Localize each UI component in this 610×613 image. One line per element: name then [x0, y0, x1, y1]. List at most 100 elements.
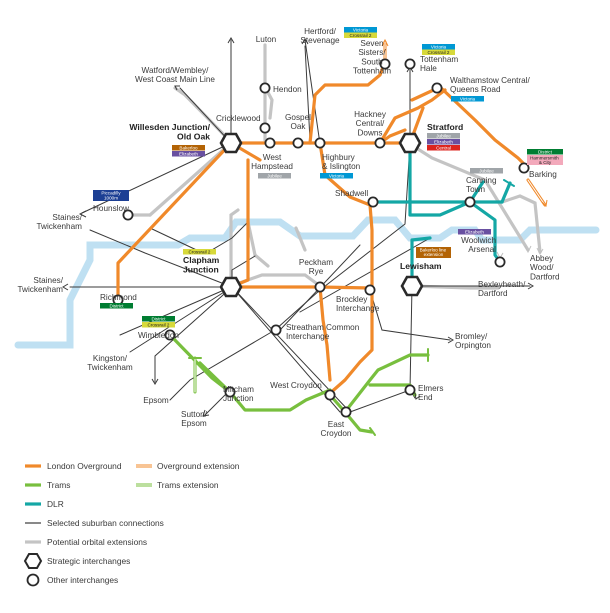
other-interchanges	[112, 58, 530, 418]
svg-text:Jubilee: Jubilee	[267, 173, 282, 178]
stn-woolwich[interactable]	[494, 256, 506, 268]
label-sutton: Sutton/Epsom	[181, 410, 208, 428]
stn-gospel-oak[interactable]	[292, 137, 304, 149]
label-epsom: Epsom	[143, 396, 169, 405]
svg-text:Other interchanges: Other interchanges	[47, 575, 118, 585]
label-willesden: Willesden Junction/Old Oak	[129, 122, 210, 142]
svg-text:DLR: DLR	[47, 499, 64, 509]
svg-text:Elizabeth: Elizabeth	[465, 229, 484, 234]
stn-hendon[interactable]	[259, 82, 271, 94]
label-shadwell: Shadwell	[335, 189, 368, 198]
svg-text:Victoria: Victoria	[431, 44, 447, 49]
stn-east-croydon[interactable]	[340, 406, 352, 418]
svg-text:Hammersmith & City: Hammersmith & City	[530, 155, 560, 165]
label-hertford: Hertford/Stevenage	[300, 27, 340, 45]
badge-richmond: District	[100, 303, 133, 309]
badge-walthamstow: Victoria	[451, 96, 484, 102]
stn-brockley[interactable]	[364, 284, 376, 296]
svg-text:Bakerloo: Bakerloo	[179, 145, 198, 150]
svg-text:District: District	[151, 316, 166, 321]
label-kingston: Kingston/Twickenham	[87, 354, 133, 372]
svg-text:London Overground: London Overground	[47, 461, 122, 471]
stn-canning-town[interactable]	[464, 196, 476, 208]
badge-seven-sisters: Victoria Crossrail 2	[344, 27, 377, 38]
label-watford: Watford/Wembley/West Coast Main Line	[135, 66, 215, 84]
label-cricklewood: Cricklewood	[216, 114, 261, 123]
stn-hackney[interactable]	[374, 137, 386, 149]
badge-woolwich: Elizabeth	[458, 229, 491, 235]
svg-text:Elizabeth: Elizabeth	[434, 139, 453, 144]
label-richmond: Richmond	[100, 293, 137, 302]
stn-seven-sisters[interactable]	[379, 58, 391, 70]
suburban-connections	[69, 39, 531, 416]
svg-text:Victoria: Victoria	[460, 96, 476, 101]
legend-trams-ext: Trams extension	[136, 480, 219, 490]
svg-text:Trams: Trams	[47, 480, 70, 490]
stn-cricklewood[interactable]	[259, 122, 271, 134]
svg-text:1000m: 1000m	[104, 196, 118, 201]
label-lewisham: Lewisham	[400, 261, 442, 271]
badge-wimbledon: District Crossrail 2	[142, 316, 175, 328]
stn-walthamstow[interactable]	[431, 82, 443, 94]
badge-willesden: Bakerloo Elizabeth	[172, 145, 205, 157]
stn-tottenham-hale[interactable]	[404, 58, 416, 70]
label-staines-top: Staines/Twickenham	[36, 213, 82, 231]
svg-text:Strategic interchanges: Strategic interchanges	[47, 556, 130, 566]
badge-highbury: Victoria	[320, 173, 353, 179]
svg-text:Trams extension: Trams extension	[157, 480, 219, 490]
stn-west-hampstead[interactable]	[264, 137, 276, 149]
hex-willesden[interactable]	[219, 132, 243, 154]
stn-hounslow[interactable]	[122, 209, 134, 221]
label-wimbledon: Wimbledon	[138, 331, 179, 340]
svg-text:Victoria: Victoria	[329, 173, 345, 178]
badge-stratford: Jubilee Elizabeth Central	[427, 133, 460, 151]
svg-text:Jubilee: Jubilee	[479, 168, 494, 173]
legend-strategic: Strategic interchanges	[23, 553, 130, 569]
stn-peckham[interactable]	[314, 281, 326, 293]
stn-streatham[interactable]	[270, 324, 282, 336]
svg-text:Overground extension: Overground extension	[157, 461, 240, 471]
badge-tottenham-hale: Victoria Crossrail 2	[422, 44, 455, 55]
stn-elmers-end[interactable]	[404, 384, 416, 396]
label-hounslow: Hounslow	[93, 204, 129, 213]
hex-clapham[interactable]	[219, 276, 243, 298]
stn-barking[interactable]	[518, 162, 530, 174]
label-west-croydon: West Croydon	[270, 381, 322, 390]
line-badges: Victoria Crossrail 2 Victoria Crossrail …	[93, 27, 563, 328]
label-bexleyheath: Bexleyheath/Dartford	[478, 280, 526, 298]
label-luton: Luton	[256, 35, 277, 44]
badge-lewisham: Bakerloo line extension	[416, 247, 451, 258]
badge-west-hampstead: Jubilee	[258, 173, 291, 179]
svg-text:Piccadilly: Piccadilly	[101, 191, 121, 196]
svg-text:Crossrail 2: Crossrail 2	[148, 322, 170, 327]
stn-west-croydon[interactable]	[324, 389, 336, 401]
hex-lewisham[interactable]	[400, 275, 424, 297]
stn-highbury[interactable]	[314, 137, 326, 149]
legend-overground-ext: Overground extension	[136, 461, 240, 471]
svg-text:Central: Central	[436, 145, 451, 150]
stn-wimbledon[interactable]	[164, 329, 176, 341]
label-barking: Barking	[529, 170, 557, 179]
svg-text:Crossrail 2: Crossrail 2	[350, 33, 372, 38]
legend-dlr: DLR	[25, 499, 64, 509]
hex-stratford[interactable]	[398, 132, 422, 154]
svg-text:Victoria: Victoria	[353, 27, 369, 32]
svg-text:Crossrail 2: Crossrail 2	[428, 50, 450, 55]
stn-shadwell[interactable]	[367, 196, 379, 208]
line-terminals	[188, 179, 515, 436]
svg-text:District: District	[109, 303, 124, 308]
stn-mitcham[interactable]	[224, 386, 236, 398]
badge-clapham: Crossrail 2	[183, 249, 216, 255]
